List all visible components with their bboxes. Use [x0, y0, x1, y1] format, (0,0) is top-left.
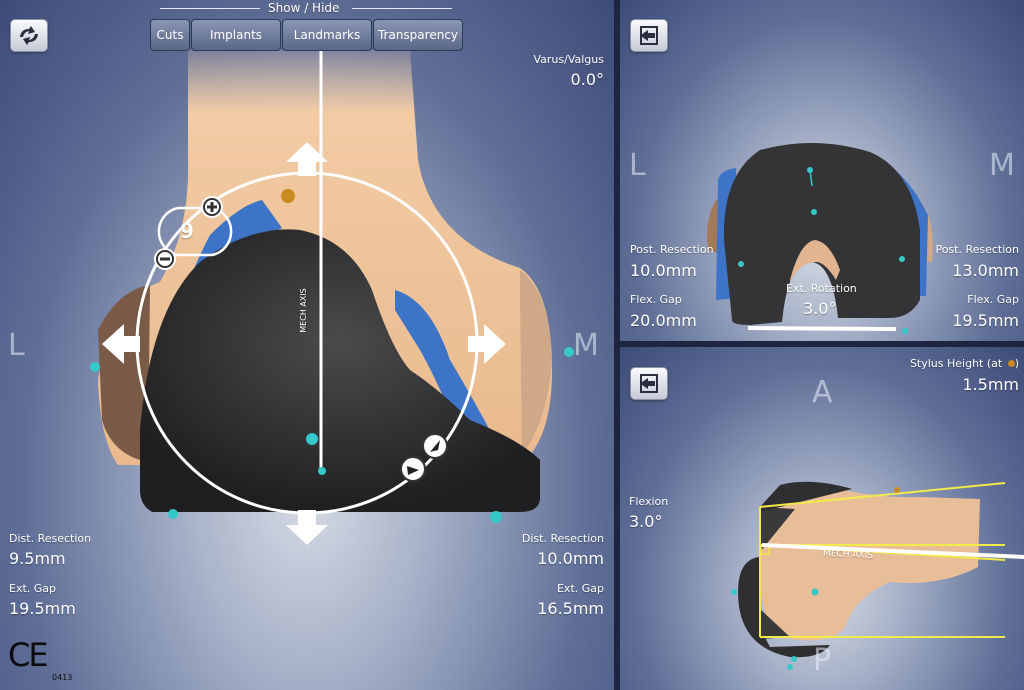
rotate-view-button[interactable]	[10, 19, 48, 52]
flexion-value: 3.0°	[629, 512, 663, 531]
sagittal-mech-axis-label: MECH AXIS	[822, 548, 874, 562]
show-hide-label: Show / Hide	[268, 1, 340, 15]
medial-direction-label: M	[573, 328, 599, 363]
lateral-ext-gap-value: 19.5mm	[9, 599, 76, 618]
cuts-button[interactable]: Cuts	[150, 19, 190, 51]
stylus-point	[281, 189, 295, 203]
exit-view-icon	[640, 26, 658, 45]
posterior-direction-label: P	[813, 643, 832, 678]
medial-flex-gap-value: 19.5mm	[952, 311, 1019, 330]
axial-implant	[723, 142, 920, 325]
lateral-ext-gap-label: Ext. Gap	[9, 582, 57, 595]
lateral-flex-gap-label: Flex. Gap	[630, 293, 682, 306]
coronal-femur-model[interactable]	[0, 0, 614, 690]
medial-dist-resection-value: 10.0mm	[537, 549, 604, 568]
show-hide-header: Show / Hide	[160, 1, 452, 15]
flexion-label: Flexion	[629, 495, 669, 508]
transparency-button[interactable]: Transparency	[373, 19, 463, 51]
exit-axial-view-button[interactable]	[630, 19, 668, 52]
anterior-direction-label: A	[812, 375, 833, 410]
lateral-direction-label: L	[8, 328, 25, 363]
minus-icon[interactable]	[154, 248, 176, 270]
medial-post-resection-label: Post. Resection	[935, 243, 1019, 256]
rotate-view-icon	[20, 26, 38, 45]
axial-view-panel[interactable]: L M Post. Resection 10.0mm Flex. Gap 20.…	[620, 0, 1024, 341]
rotate-ccw-icon[interactable]	[400, 456, 426, 482]
plus-icon[interactable]	[201, 196, 223, 218]
stylus-dot-icon	[1007, 360, 1015, 367]
rotate-cw-icon[interactable]	[422, 433, 448, 459]
medial-dist-resection-label: Dist. Resection	[521, 532, 604, 545]
varus-valgus-label: Varus/Valgus	[533, 53, 605, 66]
arrow-right-icon[interactable]	[468, 324, 506, 364]
varus-valgus-value: 0.0°	[570, 70, 604, 89]
ce-number: 0413	[52, 673, 73, 682]
lateral-dist-resection-value: 9.5mm	[9, 549, 66, 568]
arrow-left-icon[interactable]	[102, 324, 140, 364]
implant-size-value: 9	[180, 219, 194, 243]
landmarks-button[interactable]: Landmarks	[282, 19, 372, 51]
sagittal-femur-model[interactable]	[620, 347, 1024, 690]
stylus-height-label: Stylus Height (at )	[909, 357, 1019, 370]
lateral-dist-resection-label: Dist. Resection	[9, 532, 92, 545]
medial-ext-gap-value: 16.5mm	[537, 599, 604, 618]
lateral-flex-gap-value: 20.0mm	[630, 311, 697, 330]
medial-cut-surface	[395, 290, 508, 468]
lateral-post-resection-value: 10.0mm	[630, 261, 697, 280]
mech-axis-label: MECH AXIS	[298, 288, 308, 333]
ce-mark: CE	[8, 636, 49, 674]
exit-sagittal-view-button[interactable]	[630, 367, 668, 400]
lateral-post-resection-label: Post. Resection	[630, 243, 714, 256]
implants-button[interactable]: Implants	[191, 19, 281, 51]
arrow-up-icon[interactable]	[286, 142, 328, 176]
axial-medial-direction-label: M	[989, 148, 1015, 183]
stylus-height-text: Stylus Height (at	[909, 357, 1003, 370]
ext-rotation-label: Ext. Rotation	[786, 282, 857, 295]
sagittal-view-panel[interactable]: A P Stylus Height (at ) 1.5mm Flexion 3.…	[620, 347, 1024, 690]
axial-lateral-direction-label: L	[629, 148, 646, 183]
stylus-height-value: 1.5mm	[962, 375, 1019, 394]
exit-view-icon	[640, 374, 658, 393]
ext-rotation-value: 3.0°	[803, 299, 837, 318]
medial-post-resection-value: 13.0mm	[952, 261, 1019, 280]
axial-femur-model[interactable]	[620, 0, 1024, 341]
arrow-down-icon[interactable]	[286, 510, 328, 545]
coronal-view-panel[interactable]: 9 MECH AXIS Show / Hide Cuts Implants La…	[0, 0, 614, 690]
medial-ext-gap-label: Ext. Gap	[556, 582, 604, 595]
medial-flex-gap-label: Flex. Gap	[967, 293, 1019, 306]
